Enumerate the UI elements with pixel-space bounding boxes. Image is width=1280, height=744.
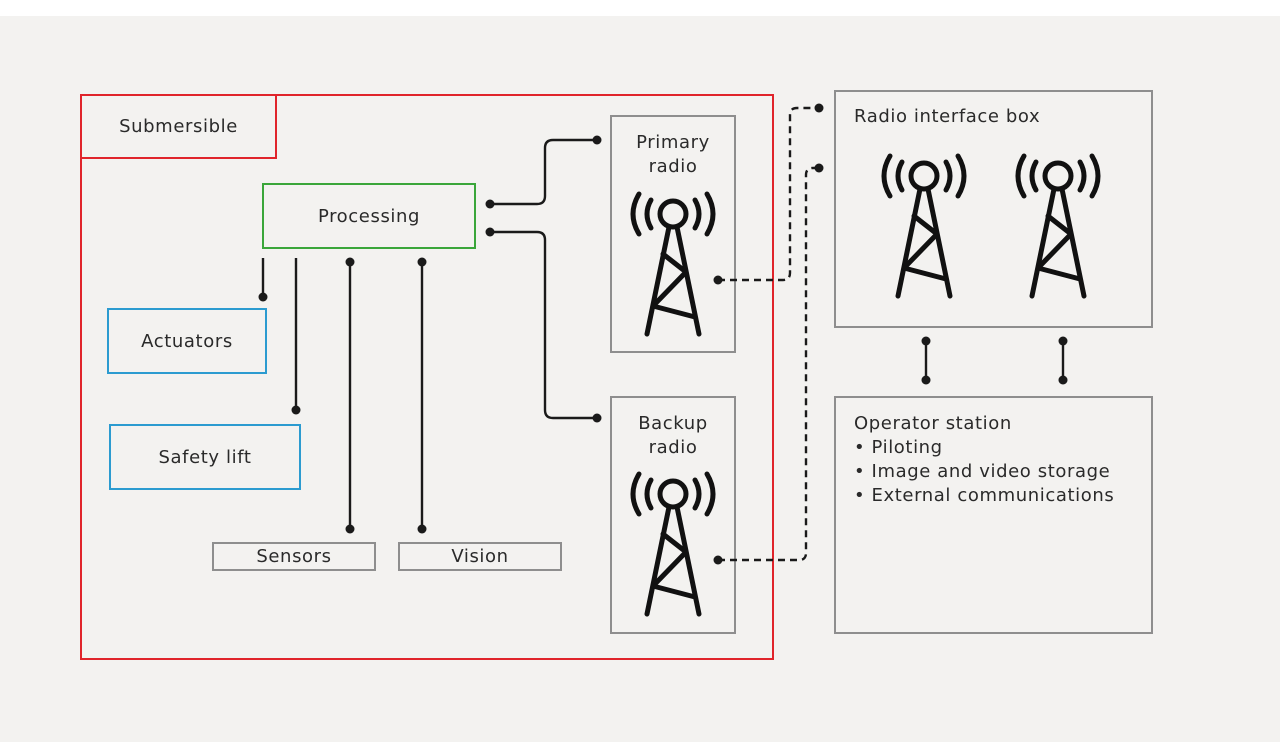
sensors-label: Sensors — [256, 546, 332, 567]
port-dot — [921, 336, 931, 346]
port-dot — [485, 199, 495, 209]
port-dot — [713, 275, 723, 285]
operator-station-item-storage: Image and video storage — [854, 460, 1114, 484]
primary-radio-label-line1: Primary — [636, 132, 710, 153]
port-dot — [417, 524, 427, 534]
interface-tower-right-icon — [1018, 156, 1098, 296]
operator-station-item-piloting: Piloting — [854, 436, 1114, 460]
primary-radio-box: Primary radio — [610, 115, 736, 353]
operator-station-title: Operator station — [854, 413, 1012, 434]
safety-lift-box: Safety lift — [109, 424, 301, 490]
submersible-label-box: Submersible — [80, 94, 277, 159]
port-dot — [258, 292, 268, 302]
wire-processing-backup — [490, 230, 597, 420]
port-dot — [814, 103, 824, 113]
operator-station-list: Piloting Image and video storage Externa… — [854, 436, 1114, 508]
backup-radio-box: Backup radio — [610, 396, 736, 634]
operator-station-item-communications: External communications — [854, 484, 1114, 508]
port-dot — [417, 257, 427, 267]
vision-box: Vision — [398, 542, 562, 571]
processing-label: Processing — [317, 205, 421, 227]
radio-interface-box-label: Radio interface box — [854, 106, 1041, 127]
processing-box: Processing — [262, 183, 476, 249]
sensors-box: Sensors — [212, 542, 376, 571]
port-dot — [713, 555, 723, 565]
port-dot — [814, 163, 824, 173]
actuators-box: Actuators — [107, 308, 267, 374]
backup-radio-label-line1: Backup — [638, 413, 708, 434]
actuators-label: Actuators — [141, 330, 233, 352]
interface-tower-left-icon — [884, 156, 964, 296]
port-dot — [592, 135, 602, 145]
backup-radio-tower-icon — [633, 474, 713, 614]
port-dot — [1058, 375, 1068, 385]
link-backup-to-interface — [718, 166, 819, 562]
operator-station-box: Operator station Piloting Image and vide… — [834, 396, 1153, 634]
port-dot — [345, 257, 355, 267]
vision-label: Vision — [451, 546, 509, 567]
safety-lift-label: Safety lift — [158, 446, 252, 468]
port-dot — [485, 227, 495, 237]
port-dot — [1058, 336, 1068, 346]
link-primary-to-interface — [718, 106, 819, 282]
submersible-label: Submersible — [119, 116, 238, 137]
backup-radio-label-line2: radio — [648, 437, 698, 458]
wire-processing-primary — [490, 138, 597, 206]
port-dot — [345, 524, 355, 534]
port-dot — [921, 375, 931, 385]
primary-radio-label-line2: radio — [648, 156, 698, 177]
primary-radio-tower-icon — [633, 194, 713, 334]
radio-interface-box: Radio interface box — [834, 90, 1153, 328]
port-dot — [291, 405, 301, 415]
submersible-container — [80, 94, 774, 660]
port-dot — [592, 413, 602, 423]
